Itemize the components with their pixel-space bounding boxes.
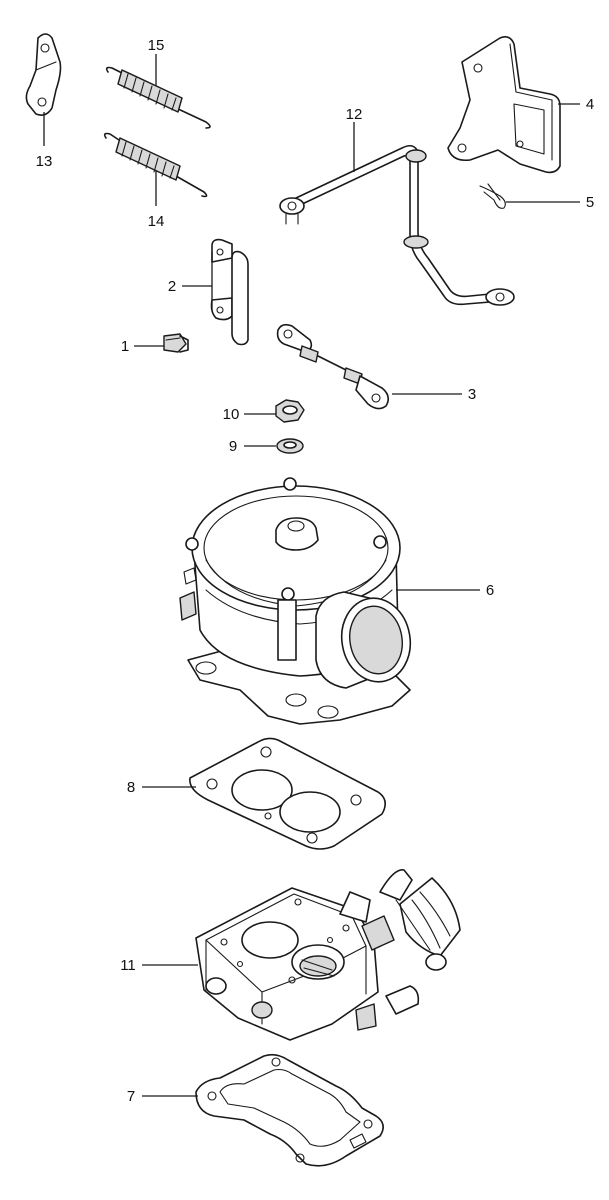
part-8-gasket bbox=[189, 737, 386, 850]
part-5-clip bbox=[479, 183, 506, 209]
callout-14: 14 bbox=[148, 213, 165, 230]
callout-1: 1 bbox=[121, 338, 129, 355]
callout-3: 3 bbox=[468, 386, 476, 403]
part-10-nut bbox=[275, 399, 305, 423]
callout-labels: 13 15 14 12 4 5 2 1 3 10 9 6 8 11 7 bbox=[36, 37, 595, 1105]
leader-lines bbox=[43, 54, 580, 1097]
callout-15: 15 bbox=[148, 37, 165, 54]
part-14-spring bbox=[103, 132, 208, 198]
callout-4: 4 bbox=[586, 96, 594, 113]
part-2-bracket bbox=[210, 238, 249, 346]
part-13-bracket bbox=[25, 33, 62, 116]
part-6-carburetor-body bbox=[179, 477, 412, 725]
part-9-washer bbox=[276, 438, 304, 454]
part-7-gasket bbox=[195, 1053, 384, 1167]
callout-8: 8 bbox=[127, 779, 135, 796]
callout-2: 2 bbox=[168, 278, 176, 295]
callout-6: 6 bbox=[486, 582, 494, 599]
callout-9: 9 bbox=[229, 438, 237, 455]
part-15-spring bbox=[105, 66, 211, 129]
part-3-linkage bbox=[276, 323, 390, 410]
callout-7: 7 bbox=[127, 1088, 135, 1105]
part-4-bracket bbox=[447, 36, 561, 174]
part-1-bolt bbox=[163, 333, 189, 353]
callout-11: 11 bbox=[120, 957, 136, 974]
callout-10: 10 bbox=[223, 406, 240, 423]
callout-5: 5 bbox=[586, 194, 594, 211]
callout-12: 12 bbox=[346, 106, 363, 123]
callout-13: 13 bbox=[36, 153, 53, 170]
part-11-throttle-body bbox=[195, 869, 461, 1041]
part-12-rod bbox=[279, 144, 515, 306]
